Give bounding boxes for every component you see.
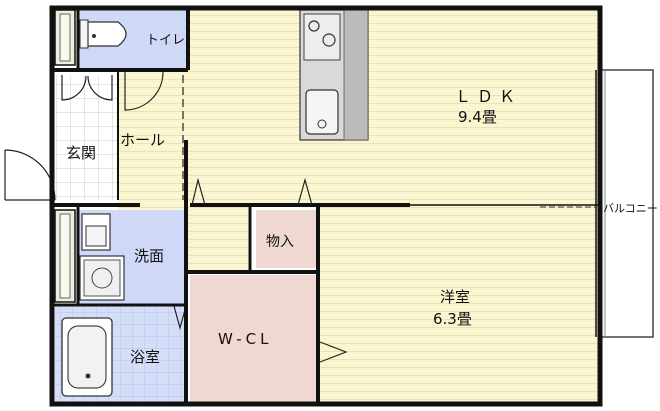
stove-burner-icon (308, 20, 320, 32)
western-room-name: 洋室 (440, 288, 470, 306)
toilet-fixture-icon (79, 19, 127, 49)
western-room-size: 6.3畳 (433, 310, 472, 328)
washroom-label: 洗面 (134, 247, 164, 265)
ldk-floor (188, 10, 598, 205)
storage-floor (256, 210, 316, 268)
stove-burner-icon (322, 33, 336, 47)
wcl-label: W-CL (218, 330, 272, 348)
vanity-sink-icon (81, 213, 111, 251)
entrance-label: 玄関 (66, 144, 96, 162)
balcony-area (597, 69, 654, 338)
bathtub-icon (61, 317, 113, 397)
corridor-floor (188, 205, 248, 270)
hall-label: ホール (120, 131, 165, 149)
sink-icon (305, 89, 339, 135)
wcl-floor (190, 275, 318, 403)
walls (49, 5, 603, 407)
ldk-name: ＬＤＫ (455, 87, 521, 106)
washing-machine-icon (79, 255, 125, 301)
balcony-label: バルコニー (603, 202, 658, 215)
western-room-floor (320, 205, 598, 403)
ldk-size: 9.4畳 (458, 108, 497, 126)
toilet-label: トイレ (146, 33, 185, 48)
kitchen-counter (299, 9, 369, 141)
hall-floor (118, 70, 188, 210)
entrance-floor (55, 75, 118, 200)
storage-label: 物入 (266, 234, 294, 250)
bath-label: 浴室 (130, 348, 160, 366)
